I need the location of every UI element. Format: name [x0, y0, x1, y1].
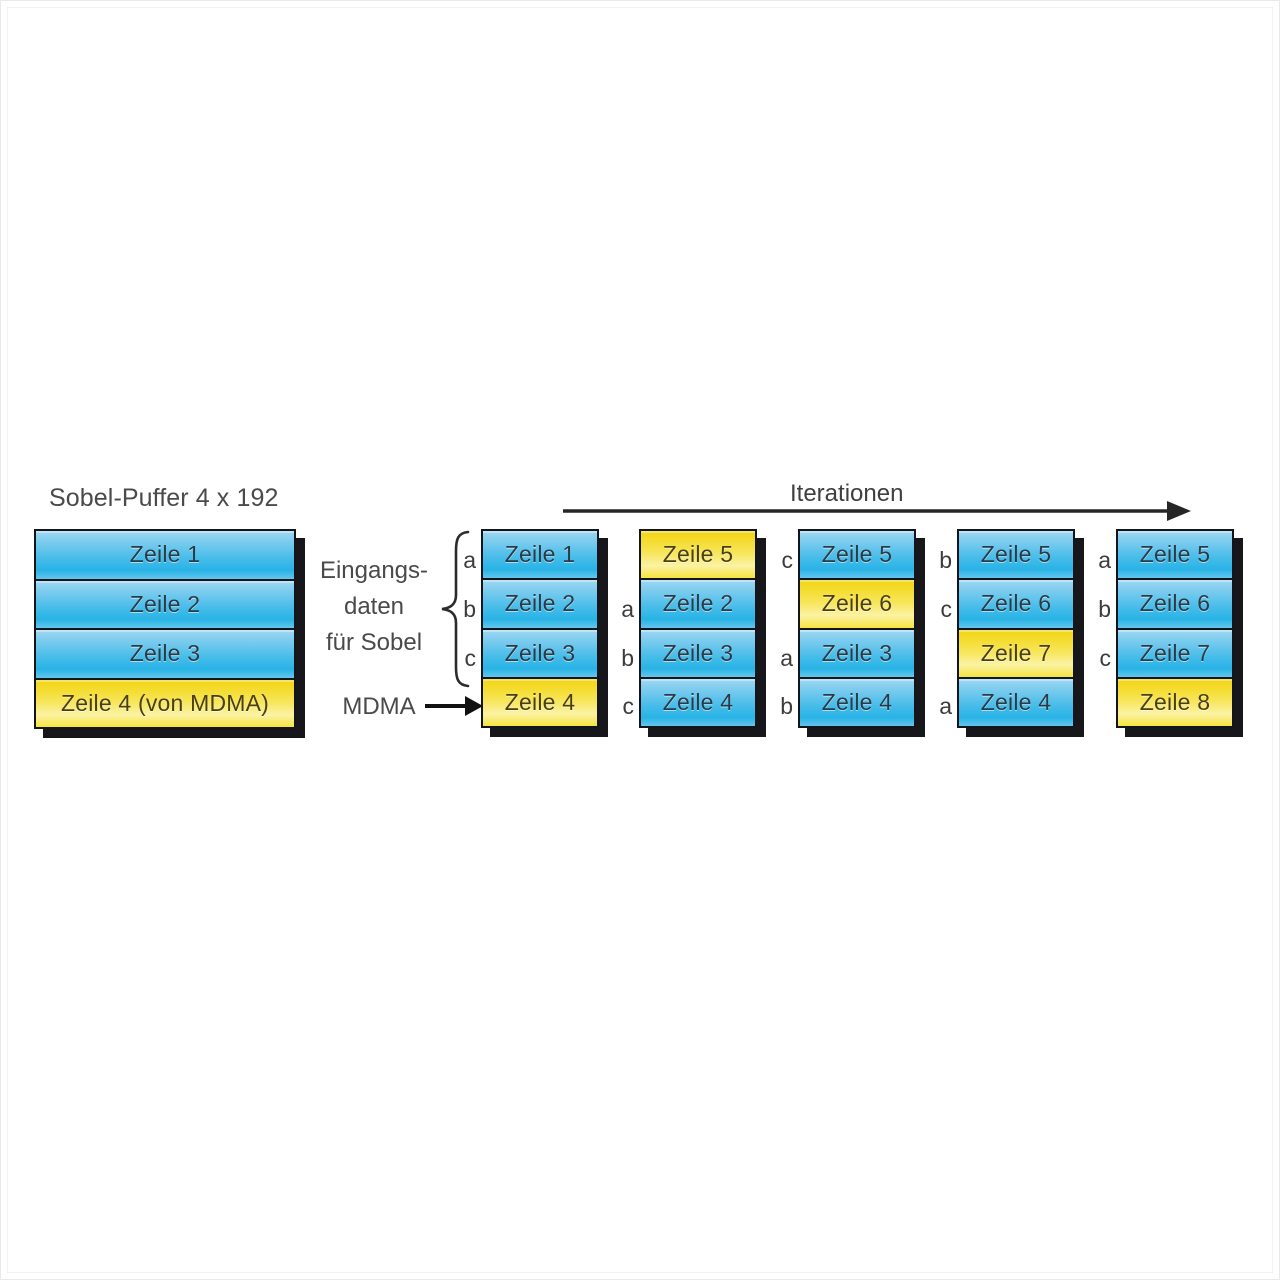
- stack-rows: Zeile 5 Zeile 6 Zeile 7 Zeile 4: [957, 529, 1075, 728]
- stack-rows: Zeile 5 Zeile 6 Zeile 3 Zeile 4: [798, 529, 916, 728]
- iteration-buffer-3: Zeile 5 Zeile 6 Zeile 3 Zeile 4: [798, 529, 925, 737]
- stack-rows: Zeile 1 Zeile 2 Zeile 3 Zeile 4: [481, 529, 599, 728]
- input-data-label-line1: Eingangs-: [319, 557, 429, 584]
- buffer-row: Zeile 3: [36, 630, 294, 680]
- stack-rows: Zeile 1 Zeile 2 Zeile 3 Zeile 4 (von MDM…: [34, 529, 296, 729]
- row-letter-c: c: [622, 693, 635, 719]
- buffer-row: Zeile 2: [641, 580, 755, 630]
- buffer-row: Zeile 5: [959, 531, 1073, 581]
- buffer-row: Zeile 6: [959, 580, 1073, 630]
- row-letter-c: c: [464, 645, 477, 671]
- buffer-row-new: Zeile 6: [800, 580, 914, 630]
- buffer-row: Zeile 1: [483, 531, 597, 581]
- buffer-row: Zeile 4: [800, 678, 914, 726]
- mdma-arrow-icon: [425, 696, 483, 716]
- row-letter-c: c: [781, 547, 794, 573]
- row-letter-a: a: [780, 645, 793, 671]
- iterations-arrow-icon: [563, 501, 1191, 521]
- buffer-row: Zeile 1: [36, 531, 294, 581]
- buffer-row: Zeile 4: [641, 678, 755, 726]
- buffer-row: Zeile 5: [800, 531, 914, 581]
- iteration-buffer-4: Zeile 5 Zeile 6 Zeile 7 Zeile 4: [957, 529, 1084, 737]
- row-letter-b: b: [939, 547, 952, 573]
- iteration-buffer-5: Zeile 5 Zeile 6 Zeile 7 Zeile 8: [1116, 529, 1243, 737]
- input-data-label-line2: daten: [343, 593, 405, 620]
- iteration-buffer-2: Zeile 5 Zeile 2 Zeile 3 Zeile 4: [639, 529, 766, 737]
- buffer-row: Zeile 7: [1118, 629, 1232, 679]
- buffer-row: Zeile 5: [1118, 531, 1232, 581]
- row-letter-a: a: [1098, 547, 1111, 573]
- row-letter-c: c: [1099, 645, 1112, 671]
- buffer-row-mdma: Zeile 4 (von MDMA): [36, 679, 294, 727]
- buffer-row: Zeile 3: [483, 629, 597, 679]
- iteration-buffer-1: Zeile 1 Zeile 2 Zeile 3 Zeile 4: [481, 529, 608, 737]
- buffer-row: Zeile 6: [1118, 580, 1232, 630]
- buffer-row: Zeile 4: [959, 678, 1073, 726]
- row-letter-b: b: [621, 645, 634, 671]
- row-letter-b: b: [463, 596, 476, 622]
- row-letter-a: a: [621, 596, 634, 622]
- stack-rows: Zeile 5 Zeile 2 Zeile 3 Zeile 4: [639, 529, 757, 728]
- buffer-row: Zeile 3: [641, 629, 755, 679]
- buffer-row-new: Zeile 4: [483, 678, 597, 726]
- input-data-label-line3: für Sobel: [325, 629, 423, 656]
- iterations-label: Iterationen: [790, 480, 904, 507]
- buffer-row-new: Zeile 5: [641, 531, 755, 581]
- row-letter-c: c: [940, 596, 953, 622]
- input-data-brace: [441, 530, 470, 688]
- buffer-row: Zeile 3: [800, 629, 914, 679]
- stack-rows: Zeile 5 Zeile 6 Zeile 7 Zeile 8: [1116, 529, 1234, 728]
- sobel-buffer-title: Sobel-Puffer 4 x 192: [49, 484, 279, 512]
- mdma-label: MDMA: [342, 693, 416, 720]
- row-letter-a: a: [463, 547, 476, 573]
- row-letter-b: b: [1098, 596, 1111, 622]
- row-letter-a: a: [939, 693, 952, 719]
- buffer-row-new: Zeile 8: [1118, 678, 1232, 726]
- sobel-buffer-stack: Zeile 1 Zeile 2 Zeile 3 Zeile 4 (von MDM…: [34, 529, 305, 738]
- row-letter-b: b: [780, 693, 793, 719]
- buffer-row: Zeile 2: [36, 580, 294, 630]
- buffer-row: Zeile 2: [483, 580, 597, 630]
- buffer-row-new: Zeile 7: [959, 629, 1073, 679]
